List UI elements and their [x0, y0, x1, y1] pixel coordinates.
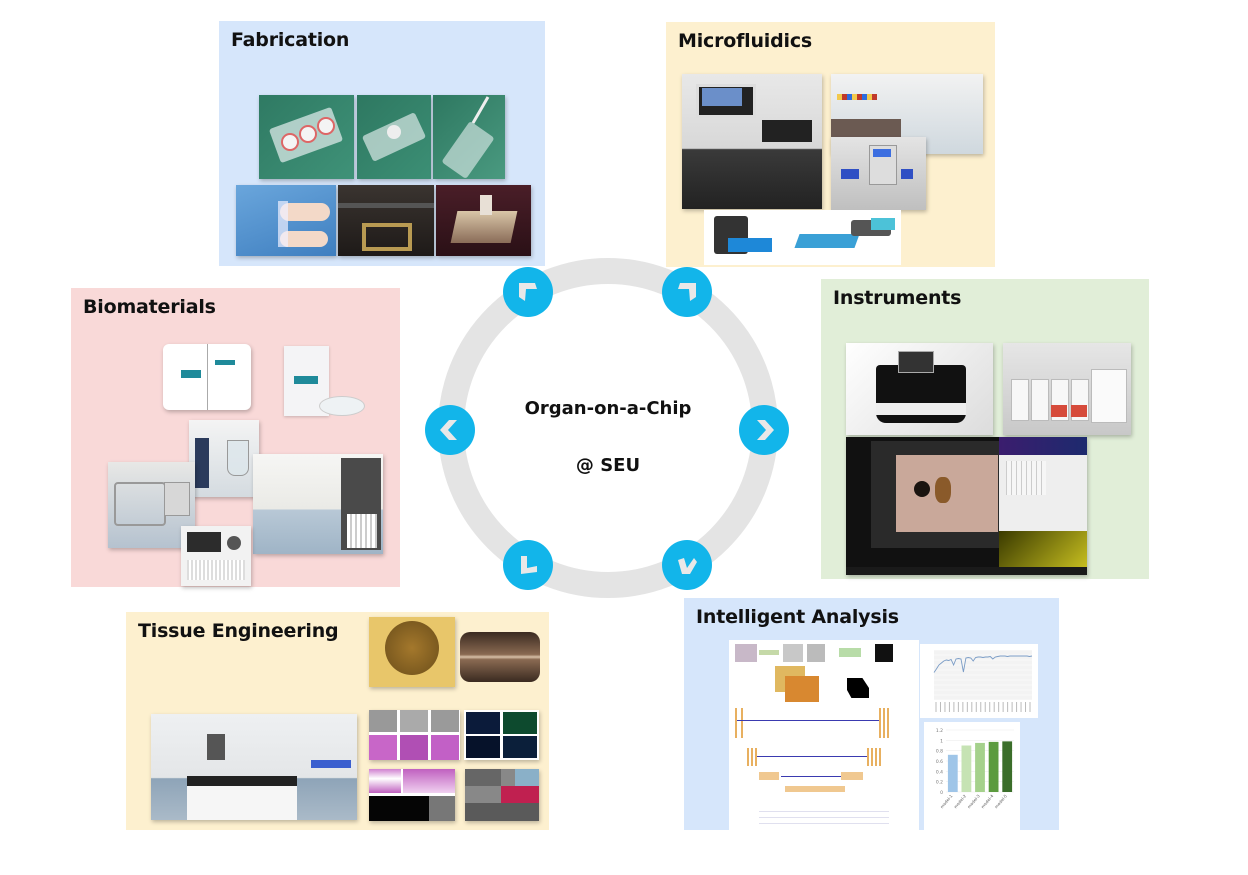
bar — [988, 741, 999, 792]
photo-cell-culture-lab — [151, 714, 357, 820]
x-tick-label: model-2 — [953, 793, 968, 809]
photo-three-well-chip — [259, 95, 354, 179]
panel-biomaterials: Biomaterials — [71, 288, 400, 587]
panel-intelligent-analysis: Intelligent Analysis 0 0.2 0.4 0.6 0.8 1 1.2 mo… — [684, 598, 1059, 830]
photo-production-lab — [253, 454, 383, 554]
panel-title: Intelligent Analysis — [696, 606, 899, 628]
photo-3d-printer — [436, 185, 531, 256]
photo-processing-equipment — [108, 462, 195, 548]
petri-dish — [319, 396, 365, 416]
photo-fluorescence-panels — [464, 710, 539, 760]
panel-title: Biomaterials — [83, 296, 216, 318]
photo-imaging-instrument — [846, 343, 993, 435]
photo-sem-panels — [465, 769, 539, 821]
cycle-ring — [438, 258, 778, 598]
panel-title: Instruments — [833, 287, 962, 309]
bar — [961, 745, 972, 792]
arrow-down-left-icon — [521, 556, 537, 574]
y-tick-label: 0.2 — [936, 780, 943, 786]
center-subtitle: @ SEU — [575, 455, 641, 476]
bar — [947, 754, 958, 792]
photo-chip-in-hand — [236, 185, 336, 256]
y-tick-label: 1.2 — [936, 728, 943, 734]
photo-tubular-tissue — [460, 632, 540, 682]
arrow-up-left-icon — [519, 283, 537, 301]
bar — [1002, 741, 1013, 792]
bar — [975, 742, 985, 792]
photo-chip-with-tubing — [433, 95, 505, 179]
photo-single-chamber-chip — [357, 95, 431, 179]
arrow-button-left[interactable] — [425, 405, 475, 455]
photo-laser-cutter — [338, 185, 434, 256]
arrow-down-right-icon — [678, 558, 697, 574]
photo-reagent-kit — [1003, 343, 1131, 435]
chart-training-curve — [920, 644, 1038, 718]
chevron-left-icon — [440, 420, 457, 440]
photo-software-screen — [846, 437, 1087, 575]
panel-title: Microfluidics — [678, 30, 813, 52]
arrow-button-up-right[interactable] — [662, 267, 712, 317]
chevron-right-icon — [757, 420, 774, 440]
photo-pressure-controller — [682, 74, 822, 209]
photo-spheroid — [369, 617, 455, 687]
panel-title: Tissue Engineering — [138, 620, 339, 642]
arrow-button-down-left[interactable] — [503, 540, 553, 590]
photo-chip-holder-render — [704, 210, 791, 265]
photo-he-sections — [369, 769, 455, 821]
y-tick-label: 0.6 — [936, 759, 943, 765]
line-chart-svg — [933, 649, 1033, 712]
diagram-unet-pipeline — [729, 640, 919, 830]
y-tick-label: 0.4 — [936, 769, 943, 775]
photo-product-boxes — [163, 344, 251, 410]
panel-instruments: Instruments — [821, 279, 1149, 579]
arrow-button-up-left[interactable] — [503, 267, 553, 317]
panel-title: Fabrication — [231, 29, 350, 51]
panel-microfluidics: Microfluidics — [666, 22, 995, 267]
x-tick-label: model-3 — [966, 793, 981, 809]
x-tick-label: model-4 — [980, 793, 995, 809]
arrow-up-right-icon — [678, 283, 696, 301]
photo-reactor — [189, 420, 259, 497]
photo-pump-module-render — [791, 210, 901, 265]
y-tick-label: 0.8 — [936, 749, 943, 755]
arrow-button-right[interactable] — [739, 405, 789, 455]
center-title: Organ-on-a-Chip — [524, 398, 692, 419]
series-line — [933, 655, 1033, 673]
photo-histology-panels — [369, 710, 460, 760]
y-tick-label: 0 — [940, 790, 943, 796]
arrow-button-down-right[interactable] — [662, 540, 712, 590]
panel-fabrication: Fabrication — [219, 21, 545, 266]
x-tick-label: model-5 — [994, 793, 1009, 809]
panel-tissue-engineering: Tissue Engineering — [126, 612, 549, 830]
photo-freeze-dryer — [181, 526, 251, 586]
photo-pump-setup — [831, 137, 926, 210]
y-tick-label: 1 — [940, 738, 943, 744]
